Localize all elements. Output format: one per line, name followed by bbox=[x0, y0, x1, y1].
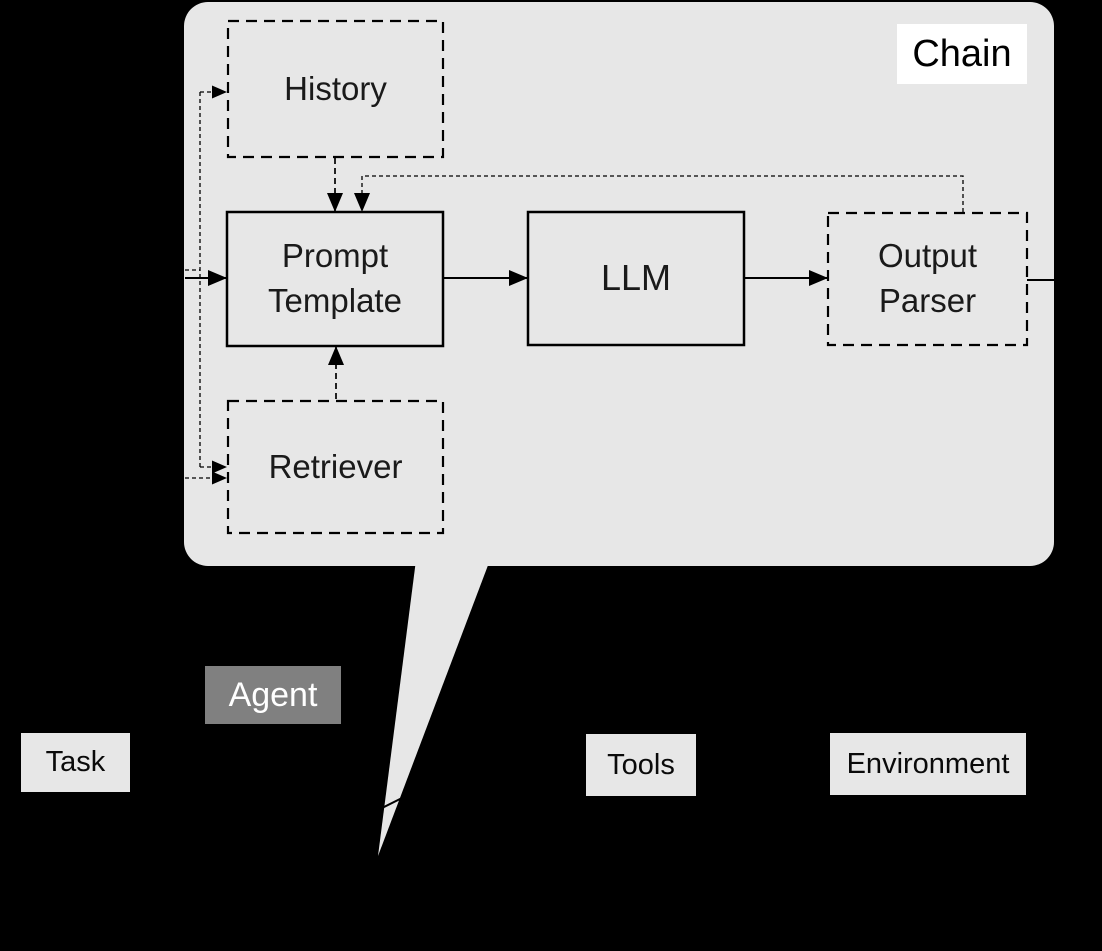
history-node-label: History bbox=[284, 69, 387, 107]
chain-title-tag: Chain bbox=[897, 24, 1027, 84]
llm-node: LLM bbox=[528, 212, 744, 345]
chain-callout-tail bbox=[378, 560, 490, 856]
task-tag-label: Task bbox=[45, 746, 106, 778]
retriever-node-label: Retriever bbox=[268, 447, 403, 485]
tools-tag-label: Tools bbox=[607, 748, 675, 781]
history-node: History bbox=[228, 21, 443, 157]
tools-tag: Tools bbox=[586, 734, 696, 796]
environment-tag: Environment bbox=[830, 733, 1026, 795]
output-parser-node: Output Parser bbox=[828, 213, 1027, 345]
agent-tag-label: Agent bbox=[228, 675, 318, 714]
environment-tag-label: Environment bbox=[846, 747, 1010, 780]
agent-tag: Agent bbox=[205, 666, 341, 724]
prompt-template-node: Prompt Template bbox=[227, 212, 443, 346]
llm-node-label: LLM bbox=[600, 257, 672, 299]
task-tag: Task bbox=[21, 733, 130, 792]
chain-title-label: Chain bbox=[912, 32, 1012, 75]
tail-crossing-line bbox=[371, 793, 411, 814]
retriever-node: Retriever bbox=[228, 401, 443, 533]
prompt-template-node-label: Prompt Template bbox=[268, 237, 402, 319]
output-parser-node-label: Output Parser bbox=[877, 237, 978, 319]
